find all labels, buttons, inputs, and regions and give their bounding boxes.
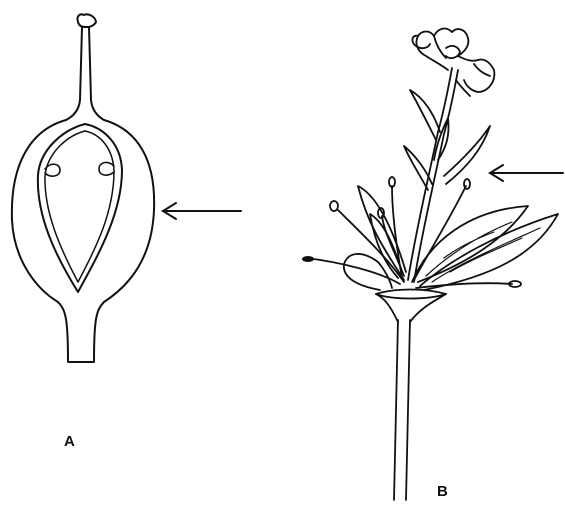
arrow-b [490,165,563,181]
ovary-wall [12,120,154,362]
terminal-buds [412,29,494,96]
ovule-right [99,162,114,175]
panel-label-b: B [437,483,448,500]
calyx-rim [376,294,446,299]
bract-right-upper [444,126,490,184]
panel-b-flower [302,29,558,500]
style [66,27,104,120]
stigma [77,14,96,27]
panel-a-pistil [12,14,154,362]
ovule-left [45,164,60,176]
calyx-cup [376,290,446,323]
arrow-a [163,203,241,219]
panel-label-a: A [64,433,75,450]
pedicel [394,320,410,500]
petal-right-upper [412,206,528,282]
locule-inner [45,131,114,282]
bract-left-upper [410,90,440,140]
